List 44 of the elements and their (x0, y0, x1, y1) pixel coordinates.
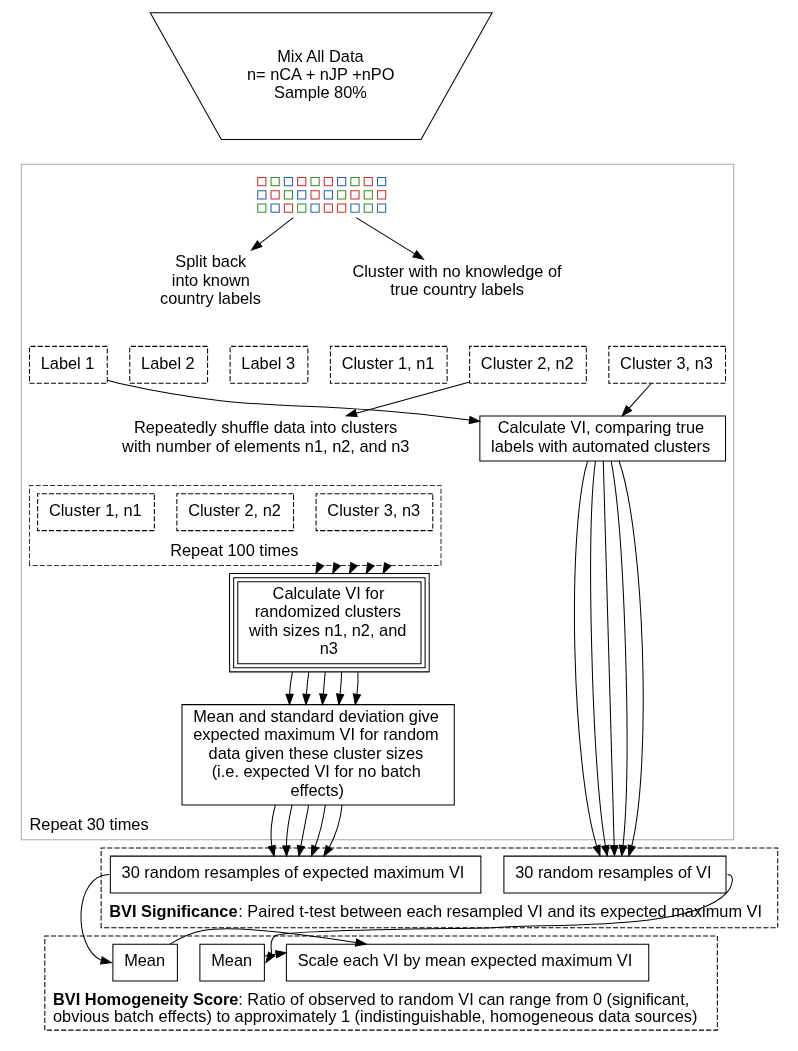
node-box: Mean (198, 943, 265, 982)
arrow (344, 381, 470, 418)
node-box: 30 random resamples of VI (502, 855, 727, 894)
arrow (318, 671, 328, 706)
arrow (80, 874, 113, 965)
node-box: Cluster 3, n3 (315, 493, 433, 532)
node-box: Calculate VI for randomized clusters with sizes n1, n2, and n3 (228, 573, 430, 673)
arrow (106, 379, 481, 425)
arrow (296, 804, 309, 858)
arrow (169, 928, 368, 947)
arrow (301, 671, 311, 706)
node-box: Mean (111, 943, 178, 982)
arrow (573, 460, 601, 858)
arrow (610, 460, 627, 858)
node-box: Label 2 (128, 345, 208, 384)
node-box: Scale each VI by mean expected maximum VI (285, 943, 649, 982)
node-box: Cluster 1, n1 (36, 493, 155, 532)
arrow (618, 460, 644, 858)
node-box: Cluster 2, n2 (468, 345, 587, 384)
node-text: Split back into known country labels (159, 252, 261, 308)
arrow (284, 671, 294, 706)
arrow (264, 874, 733, 964)
node-box: Cluster 3, n3 (607, 345, 726, 384)
arrow (602, 460, 618, 858)
arrow (355, 217, 425, 261)
arrow (335, 671, 344, 706)
arrow (249, 217, 294, 251)
node-box: Cluster 2, n2 (175, 493, 294, 532)
arrow (322, 804, 343, 858)
node-box: Label 3 (229, 345, 308, 384)
arrow (620, 383, 652, 417)
node-box: Mean and standard deviation give expected maximum VI for random data given these cluster sizes (i.e. expected VI for no batch effects) (181, 704, 455, 806)
node-box: Cluster 1, n1 (329, 345, 448, 384)
arrow (352, 671, 361, 706)
node-text: Cluster with no knowledge of true country labels (351, 261, 562, 298)
node-box: Calculate VI, comparing true labels with automated clusters (478, 415, 726, 462)
node-box: Label 1 (28, 345, 108, 384)
arrow (310, 804, 326, 858)
node-text: Repeatedly shuffle data into clusters with number of elements n1, n2, and n3 (121, 418, 409, 455)
node-box: 30 random resamples of expected maximum VI (109, 855, 481, 894)
arrow (281, 804, 292, 858)
arrow (589, 460, 609, 858)
arrow (267, 804, 276, 858)
arrow (263, 950, 288, 959)
